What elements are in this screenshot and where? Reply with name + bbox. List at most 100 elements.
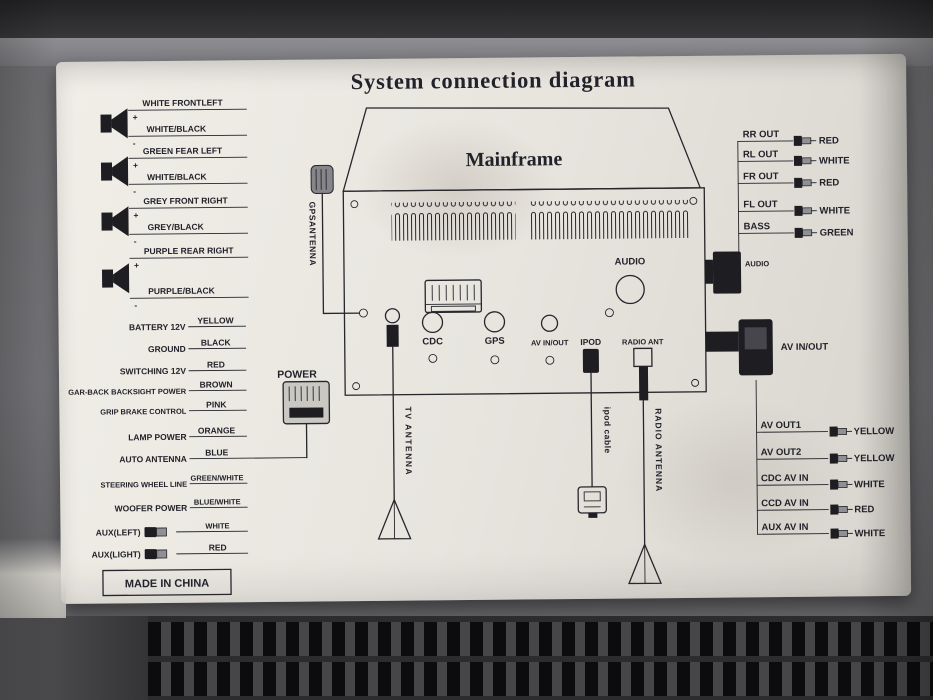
rca-color: GREEN — [820, 227, 854, 238]
power-wire-row: GRIP BRAKE CONTROL PINK — [100, 399, 247, 417]
ipod-cable-label: ipod cable — [602, 407, 612, 454]
power-wire-row: BATTERY 12V YELLOW — [129, 315, 246, 332]
av-color: RED — [854, 504, 874, 515]
av-color: WHITE — [855, 528, 886, 539]
connection-diagram-label: System connection diagram Mainframe AUDI… — [56, 53, 912, 604]
av-line-row: AV OUT2 YELLOW — [756, 447, 895, 464]
av-color: WHITE — [854, 479, 885, 490]
av-line-row: CCD AV IN RED — [756, 498, 875, 515]
wire-label: WOOFER POWER — [115, 503, 188, 514]
av-label: AUX AV IN — [761, 522, 808, 533]
speaker-2-bottom-label: WHITE/BLACK — [147, 172, 207, 183]
screw-hole — [350, 200, 359, 209]
ipod-port-label: IPOD — [580, 337, 601, 347]
rca-label: RR OUT — [743, 129, 780, 140]
small-hole — [490, 355, 500, 365]
aux-plug-tip — [156, 527, 167, 537]
radio-antenna-wire — [642, 399, 646, 546]
av-bus-wire — [755, 379, 759, 535]
vent-slot-row — [148, 662, 933, 696]
rca-plug-icon — [794, 227, 803, 238]
rca-plug-icon — [830, 479, 839, 490]
av-inout-label: AV IN/OUT — [781, 342, 829, 353]
speaker-1: WHITE FRONTLEFT WHITE/BLACK + - — [100, 97, 248, 148]
wire-color: BLUE/WHITE — [194, 497, 241, 506]
radio-antenna-label: RADIO ANTENNA — [653, 408, 664, 492]
plus-mark: + — [133, 210, 138, 220]
wire-color: RED — [207, 359, 225, 369]
gps-antenna-cable: GPSANTENNA — [307, 164, 368, 318]
wire-color: BLUE — [205, 447, 229, 457]
screw-hole — [691, 378, 700, 387]
rca-color: WHITE — [819, 155, 850, 166]
minus-mark: - — [133, 186, 136, 196]
made-in-china-label: MADE IN CHINA — [125, 578, 209, 591]
mainframe-panel — [342, 187, 707, 396]
av-label: AV OUT1 — [760, 420, 801, 431]
rca-label: FL OUT — [743, 199, 777, 210]
plus-mark: + — [133, 160, 138, 170]
radio-plug-body — [638, 366, 649, 401]
power-wire-row: WOOFER POWER BLUE/WHITE — [115, 497, 248, 514]
vent-slots-right — [529, 199, 690, 240]
radio-plug-icon — [633, 347, 653, 368]
wire-color: BLACK — [201, 337, 232, 347]
small-hole — [545, 355, 555, 365]
radio-antenna-cable: RADIO ANTENNA — [628, 347, 664, 585]
rca-plug-icon — [830, 504, 839, 515]
wire-color: RED — [209, 542, 227, 552]
made-in-china-box: MADE IN CHINA — [102, 568, 232, 597]
gps-port-label: GPS — [485, 336, 505, 347]
wire-label: GROUND — [148, 344, 186, 354]
wire-color: GREEN/WHITE — [190, 473, 243, 483]
rca-output-row: BASS GREEN — [738, 221, 854, 239]
tv-antenna-label: TV ANTENNA — [403, 407, 414, 477]
power-wire-row: AUTO ANTENNA BLUE — [119, 447, 308, 464]
rca-color: RED — [819, 177, 839, 188]
av-line-row: AV OUT1 YELLOW — [756, 420, 895, 437]
speaker-3-top-label: GREY FRONT RIGHT — [143, 195, 228, 206]
rca-output-row: FL OUT WHITE — [738, 199, 850, 217]
power-label: POWER — [277, 369, 317, 381]
rca-color: WHITE — [819, 205, 850, 216]
speaker-4-top-label: PURPLE REAR RIGHT — [144, 245, 235, 256]
rca-plug-icon — [793, 135, 802, 146]
gps-antenna-connector-icon — [310, 164, 334, 195]
speaker-1-top-label: WHITE FRONTLEFT — [142, 97, 223, 108]
wire-color: BROWN — [200, 379, 233, 389]
rca-plug-icon — [829, 426, 838, 437]
wire-color: WHITE — [205, 521, 229, 530]
rca-plug-icon — [829, 453, 838, 464]
ipod-plug-icon — [582, 348, 599, 373]
screw-hole — [689, 196, 698, 205]
tv-antenna-plug-icon — [386, 324, 399, 347]
minus-mark: - — [134, 300, 137, 310]
diagram-artwork: System connection diagram Mainframe AUDI… — [68, 66, 895, 597]
power-wire-row: GROUND BLACK — [148, 337, 247, 354]
wire-label: AUX(LEFT) — [96, 527, 141, 537]
gps-antenna-label: GPSANTENNA — [307, 201, 318, 266]
speaker-3: GREY FRONT RIGHT GREY/BLACK + - — [101, 195, 249, 246]
diagram-title: System connection diagram — [351, 66, 636, 94]
ipod-wire — [590, 372, 593, 488]
vent-slot-row — [148, 622, 933, 656]
av-color: YELLOW — [854, 426, 895, 437]
speaker-icon — [101, 212, 113, 231]
wire-label: STEERING WHEEL LINE — [100, 480, 187, 490]
speaker-4: PURPLE REAR RIGHT PURPLE/BLACK + - — [101, 245, 249, 310]
tv-antenna-cable: TV ANTENNA — [377, 308, 414, 540]
rca-label: FR OUT — [743, 171, 779, 182]
speaker-1-bottom-label: WHITE/BLACK — [147, 124, 207, 135]
av-line-row: CDC AV IN WHITE — [756, 473, 885, 490]
aux-plug-icon — [144, 527, 157, 538]
rca-output-row: RR OUT RED — [737, 129, 839, 147]
wire-label: GRIP BRAKE CONTROL — [100, 407, 187, 417]
aux-plug-tip — [156, 549, 168, 559]
wire-label: AUX(LIGHT) — [92, 549, 141, 559]
wire-color: PINK — [206, 399, 227, 409]
av-inout-connector: AV IN/OUT — [705, 319, 829, 376]
audio-connector-icon — [712, 251, 742, 294]
gps-antenna-wire — [321, 192, 361, 315]
background-surface — [0, 538, 66, 618]
